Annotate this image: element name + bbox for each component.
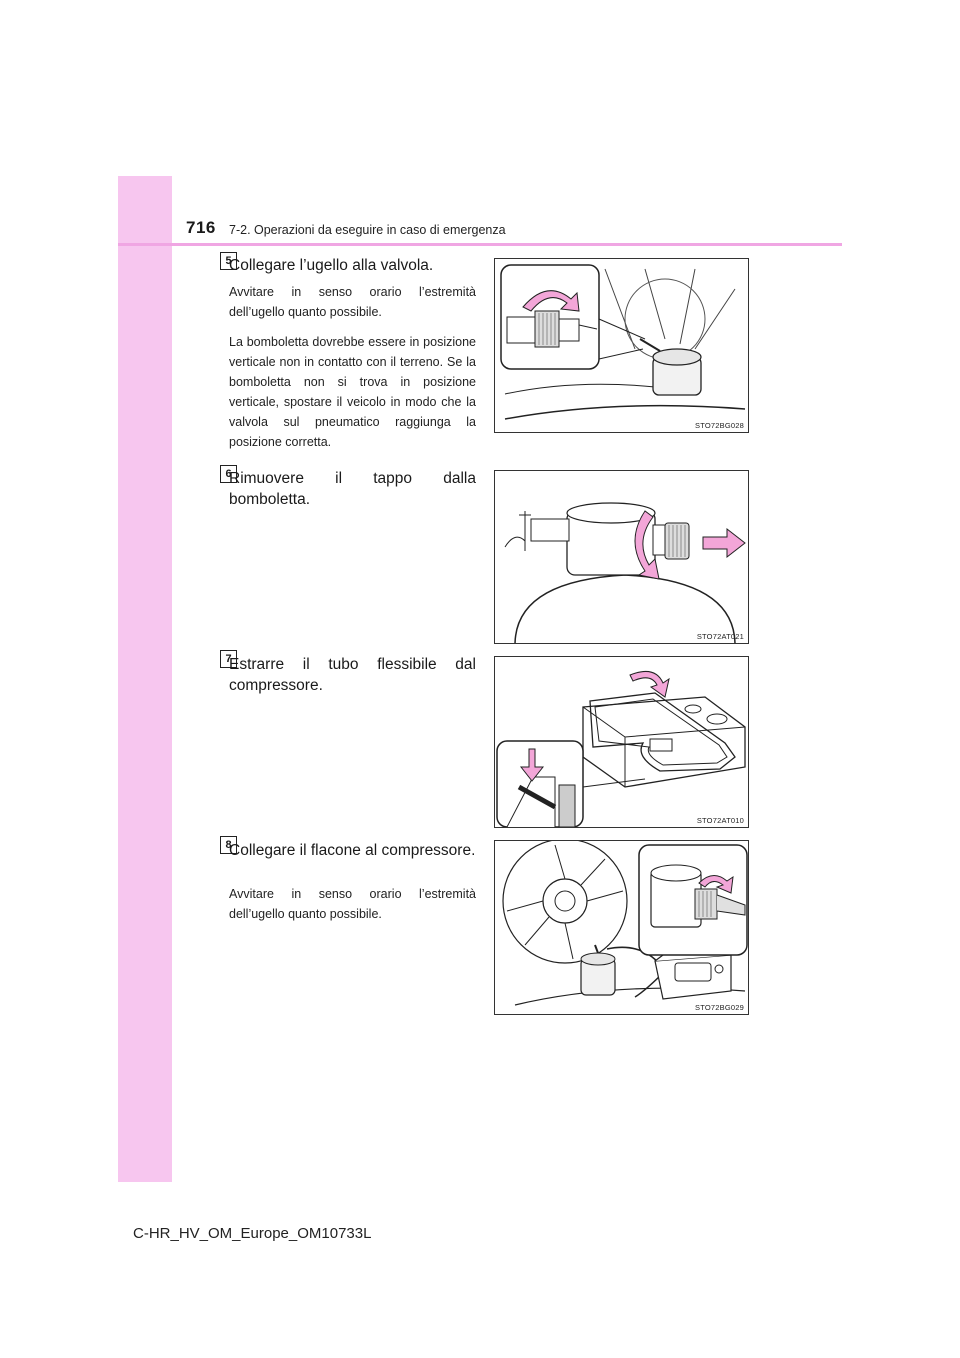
step-number-badge: 7: [220, 650, 237, 668]
step-number-badge: 8: [220, 836, 237, 854]
step-title: Collegare il flacone al compressore.: [229, 842, 476, 859]
document-id: C-HR_HV_OM_Europe_OM10733L: [133, 1225, 372, 1242]
figure-code: STO72BG029: [695, 1003, 744, 1012]
illustration-remove-cap: [504, 502, 746, 643]
step-title: Estrarre il tubo flessibile dal compress…: [229, 656, 476, 694]
side-color-strip: [118, 176, 172, 1182]
header-rule: [118, 243, 842, 246]
step-number-badge: 6: [220, 465, 237, 483]
illustration-connect-bottle: [502, 841, 748, 1006]
figure-code: STO72AT021: [696, 632, 744, 641]
figure-extract-hose: STO72AT010: [494, 656, 749, 828]
figure-nozzle-to-valve: STO72BG028: [494, 258, 749, 433]
step-title: Collegare l’ugello alla valvola.: [229, 257, 434, 274]
step-title: Rimuovere il tappo dalla bomboletta.: [229, 470, 476, 508]
step-paragraph: Avvitare in senso orario l’estremità del…: [229, 285, 476, 319]
step-paragraph: Avvitare in senso orario l’estremità del…: [229, 887, 476, 921]
step-body: Avvitare in senso orario l’estremità del…: [229, 884, 476, 934]
figure-connect-bottle: STO72BG029: [494, 840, 749, 1015]
section-title: 7-2. Operazioni da eseguire in caso di e…: [229, 223, 506, 237]
illustration-nozzle-to-valve: [500, 264, 746, 420]
step-body: Avvitare in senso orario l’estremità del…: [229, 282, 476, 462]
step-number-badge: 5: [220, 252, 237, 270]
figure-code: STO72AT010: [696, 816, 744, 825]
figure-code: STO72BG028: [695, 421, 744, 430]
illustration-extract-hose: [496, 670, 746, 827]
step-paragraph: La bomboletta dovrebbe essere in posizio…: [229, 335, 476, 449]
page-number: 716: [186, 218, 216, 237]
figure-remove-cap: STO72AT021: [494, 470, 749, 644]
